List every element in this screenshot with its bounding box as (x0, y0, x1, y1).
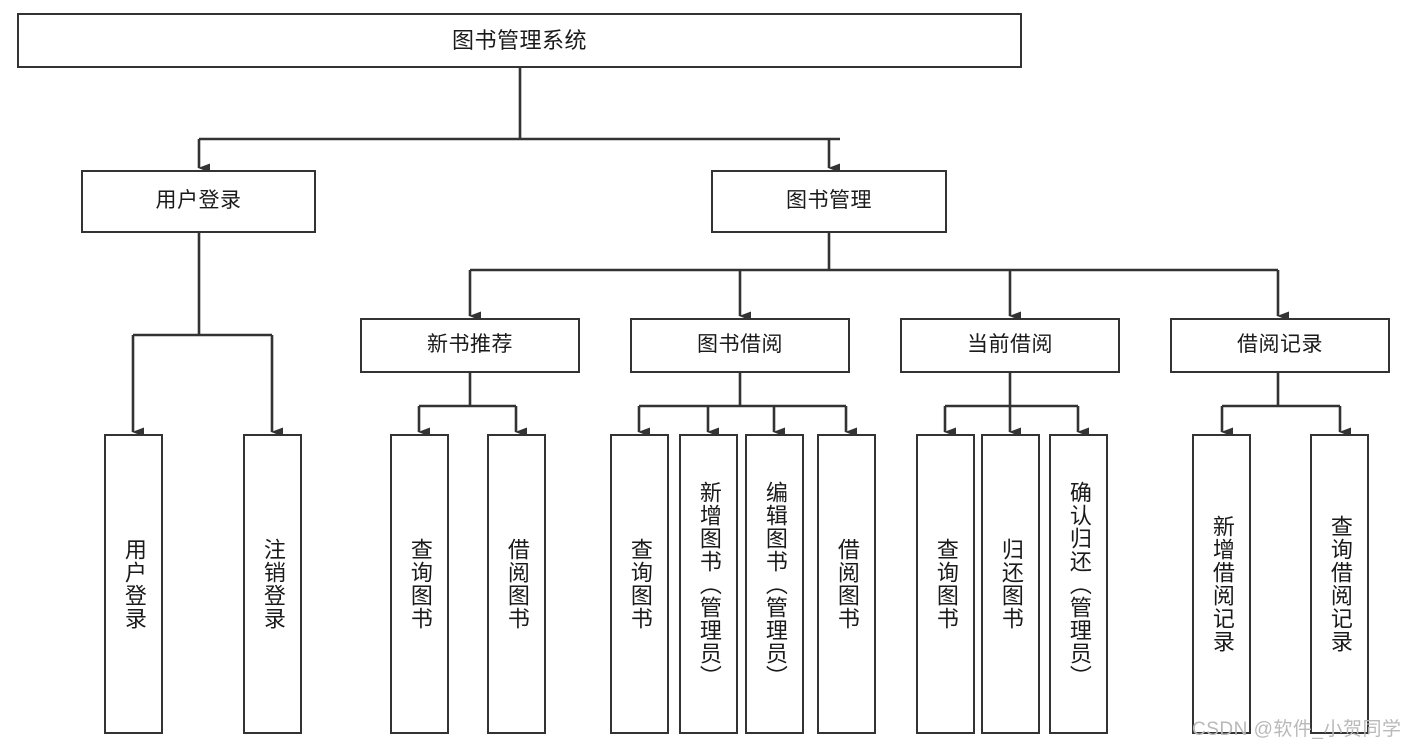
leaf-logout-label: 注销登录 (260, 538, 286, 630)
leaf-add-borrow-record[interactable]: 新增借阅记录 (1192, 434, 1251, 734)
leaf-query-borrow-record[interactable]: 查询借阅记录 (1310, 434, 1369, 734)
leaf-return-book[interactable]: 归还图书 (981, 434, 1040, 734)
leaf-add-book-admin[interactable]: 新增图书（管理员） (679, 434, 738, 734)
leaf-query-book-borrow[interactable]: 查询图书 (610, 434, 669, 734)
leaf-add-borrow-record-label: 新增借阅记录 (1209, 515, 1235, 653)
leaf-query-book-current-label: 查询图书 (933, 538, 959, 630)
leaf-confirm-return-admin[interactable]: 确认归还（管理员） (1049, 434, 1108, 734)
node-book-management[interactable]: 图书管理 (711, 170, 947, 233)
node-user-login[interactable]: 用户登录 (81, 170, 316, 233)
leaf-edit-book-admin-label: 编辑图书（管理员） (762, 480, 788, 688)
leaf-logout[interactable]: 注销登录 (243, 434, 302, 734)
leaf-add-book-admin-label: 新增图书（管理员） (696, 480, 722, 688)
leaf-borrow-book-label: 借阅图书 (834, 538, 860, 630)
leaf-borrow-book[interactable]: 借阅图书 (817, 434, 876, 734)
node-current-borrow[interactable]: 当前借阅 (900, 318, 1120, 373)
node-new-book-recommend-label: 新书推荐 (427, 333, 513, 357)
node-root[interactable]: 图书管理系统 (17, 13, 1022, 68)
node-borrow-record-label: 借阅记录 (1237, 333, 1323, 357)
leaf-user-login-label: 用户登录 (121, 538, 147, 630)
node-new-book-recommend[interactable]: 新书推荐 (360, 318, 580, 373)
leaf-query-book-borrow-label: 查询图书 (627, 538, 653, 630)
leaf-borrow-book-recommend-label: 借阅图书 (504, 538, 530, 630)
leaf-query-book-recommend-label: 查询图书 (407, 538, 433, 630)
leaf-confirm-return-admin-label: 确认归还（管理员） (1066, 480, 1092, 688)
leaf-return-book-label: 归还图书 (998, 538, 1024, 630)
leaf-user-login[interactable]: 用户登录 (104, 434, 163, 734)
node-book-borrow-label: 图书借阅 (697, 333, 783, 357)
node-book-borrow[interactable]: 图书借阅 (630, 318, 850, 373)
node-root-label: 图书管理系统 (451, 27, 587, 53)
watermark: CSDN @软件_小贺同学 (1192, 719, 1402, 740)
node-borrow-record[interactable]: 借阅记录 (1170, 318, 1390, 373)
leaf-borrow-book-recommend[interactable]: 借阅图书 (487, 434, 546, 734)
node-book-management-label: 图书管理 (786, 189, 872, 213)
node-current-borrow-label: 当前借阅 (967, 333, 1053, 357)
leaf-query-book-current[interactable]: 查询图书 (916, 434, 975, 734)
node-user-login-label: 用户登录 (155, 189, 242, 213)
leaf-query-book-recommend[interactable]: 查询图书 (390, 434, 449, 734)
leaf-edit-book-admin[interactable]: 编辑图书（管理员） (745, 434, 804, 734)
leaf-query-borrow-record-label: 查询借阅记录 (1327, 515, 1353, 653)
